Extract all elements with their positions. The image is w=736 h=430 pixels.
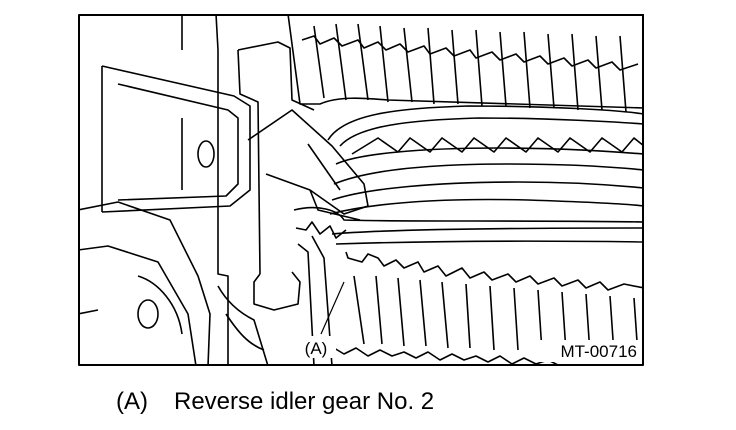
figure-frame <box>78 14 644 366</box>
caption-text: Reverse idler gear No. 2 <box>174 388 435 415</box>
upper-gear <box>287 14 644 113</box>
fork-arm <box>247 109 369 221</box>
figure-caption: (A) Reverse idler gear No. 2 <box>116 388 434 416</box>
shift-fork-bracket <box>101 65 251 213</box>
figure-id: MT-00716 <box>560 342 637 361</box>
shift-rod <box>181 14 315 366</box>
reverse-idler-gear <box>293 206 644 366</box>
synchronizer-sleeve <box>327 105 644 215</box>
gear-illustration: (A) MT-00716 <box>78 14 644 366</box>
callout-leader-line <box>320 281 345 335</box>
caption-letter: (A) <box>116 388 148 415</box>
transmission-case <box>78 201 269 366</box>
callout-label-a: (A) <box>305 339 328 358</box>
